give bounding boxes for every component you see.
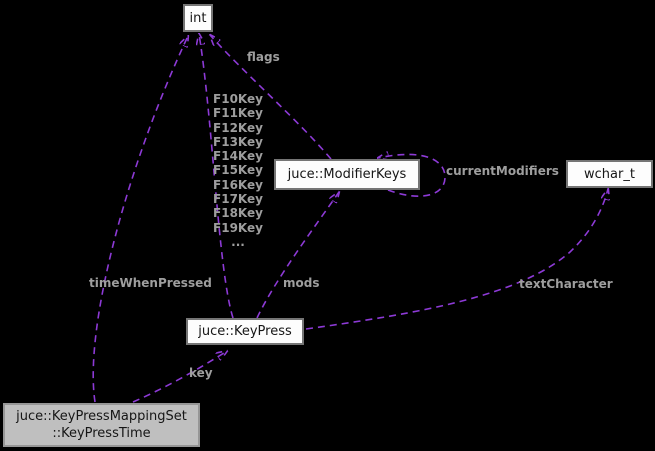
fkey-label: F17Key [213,192,263,207]
fkey-label: F13Key [213,134,263,149]
fkey-label: F15Key [213,163,263,178]
edge-label-fkeys-list: F10Key F11Key F12Key F13Key F14Key F15Ke… [199,92,277,249]
edge-label-mods: mods [283,276,320,290]
node-int-label: int [189,10,207,26]
edge-label-flags: flags [247,50,280,64]
fkey-label: F18Key [213,206,263,221]
edge-key [132,351,227,403]
fkey-label: F12Key [213,120,263,135]
node-juce-modifierkeys-label: juce::ModifierKeys [287,167,407,182]
edge-text-character [305,189,608,330]
fkey-label: ... [231,234,245,249]
edge-label-text-character: textCharacter [519,277,613,291]
node-int: int [183,4,213,32]
node-juce-keypressmappingset-keypresstime: juce::KeyPressMappingSet ::KeyPressTime [3,403,200,447]
node-wchar-t-label: wchar_t [584,166,635,182]
edge-flags [210,35,332,160]
node-juce-keypress-label: juce::KeyPress [198,324,292,339]
edge-mods [256,192,339,319]
edge-label-time-when-pressed: timeWhenPressed [89,276,212,290]
edge-label-current-modifiers: currentModifiers [446,164,559,178]
node-juce-keypress[interactable]: juce::KeyPress [186,318,304,345]
edge-label-key: key [189,366,213,380]
fkey-label: F16Key [213,177,263,192]
fkey-label: F10Key [213,92,263,106]
node-keypresstime-label-line1: juce::KeyPressMappingSet [16,409,187,424]
fkey-label: F11Key [213,106,263,121]
node-keypresstime-label-line2: ::KeyPressTime [52,426,151,441]
fkey-label: F19Key [213,220,263,235]
node-juce-modifierkeys[interactable]: juce::ModifierKeys [274,159,420,190]
node-wchar-t: wchar_t [566,160,653,188]
edge-time-when-pressed [92,36,188,403]
fkey-label: F14Key [213,149,263,164]
edge-current-modifiers-selfloop [378,154,446,197]
